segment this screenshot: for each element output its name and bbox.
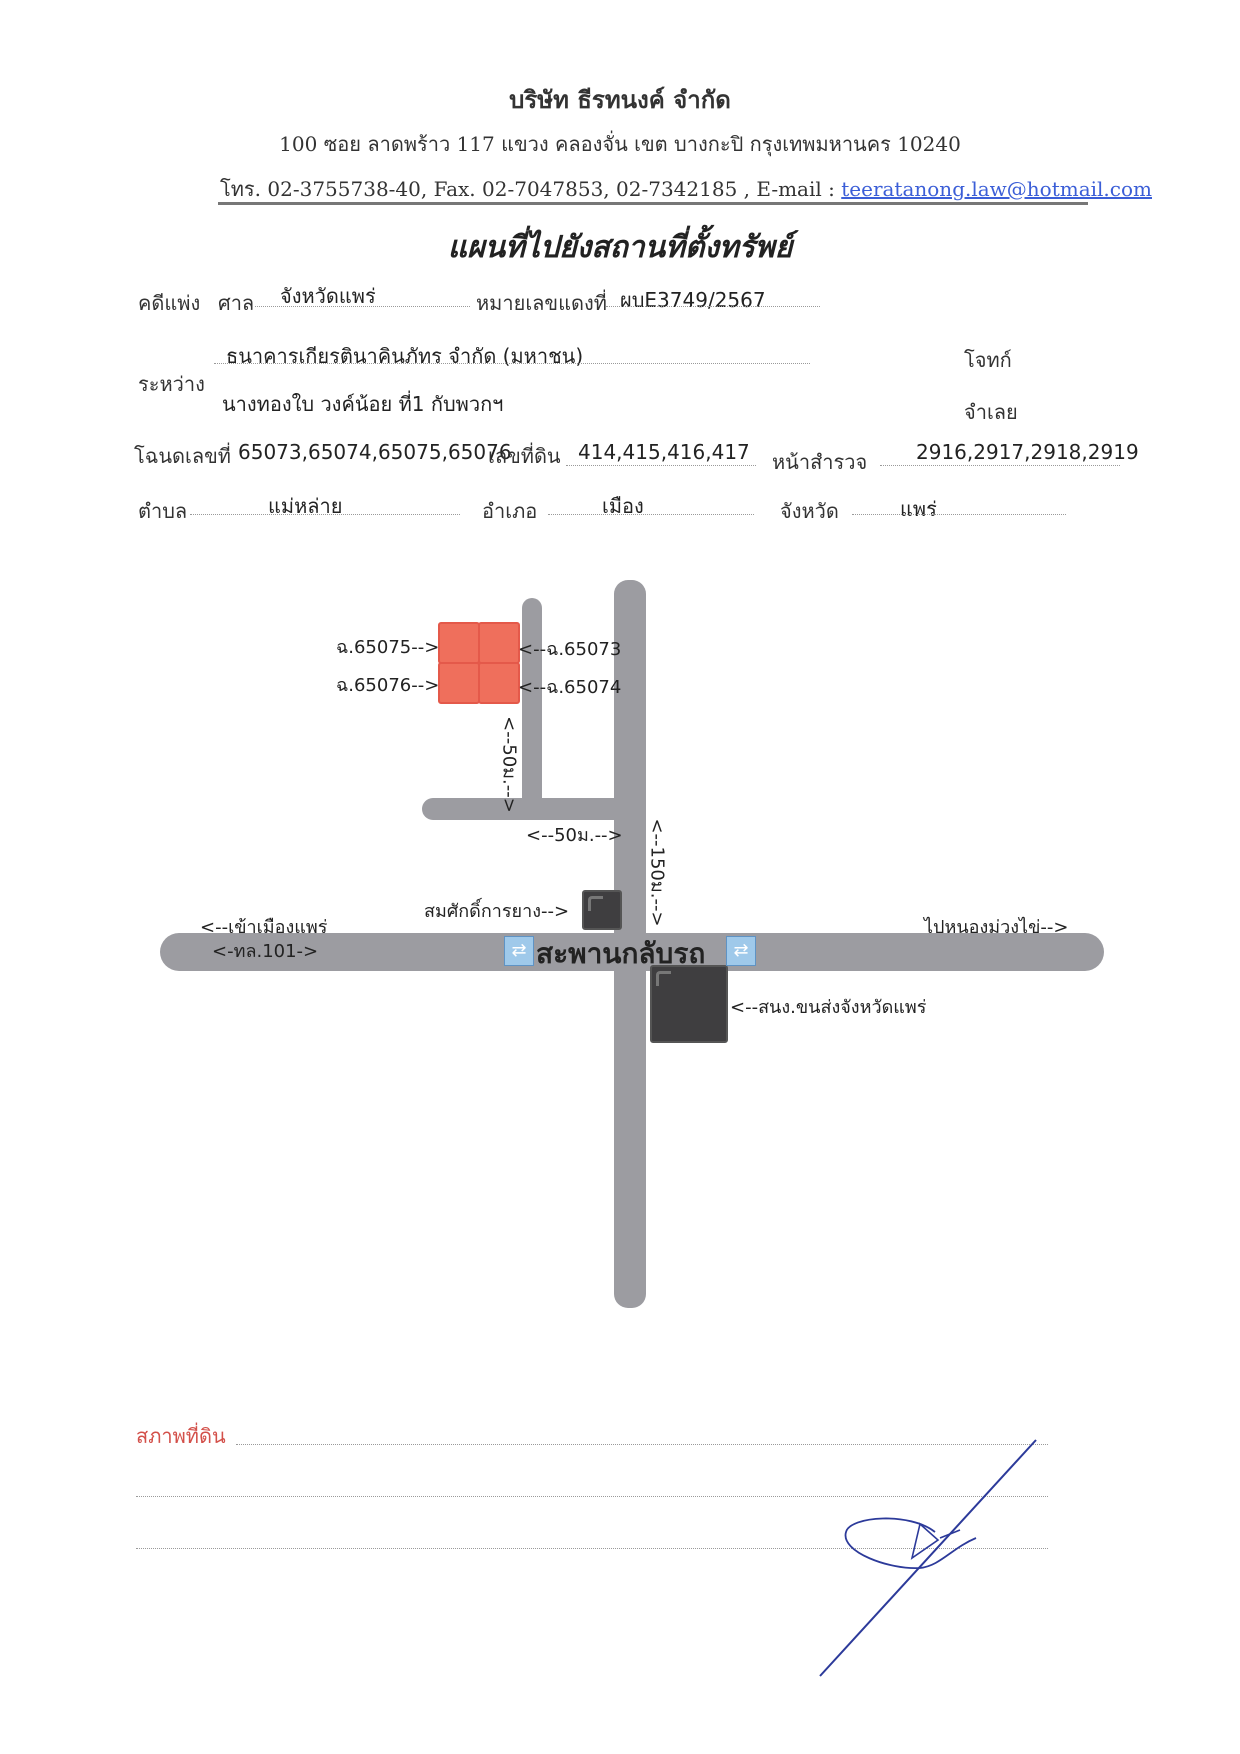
plot-65074-label: <--ฉ.65074	[518, 677, 622, 698]
survey-label: หน้าสำรวจ	[772, 450, 868, 474]
land-number-underline	[566, 465, 756, 466]
land-condition-line-1	[236, 1444, 1048, 1445]
court-underline	[255, 306, 470, 307]
contact-text: โทร. 02-3755738-40, Fax. 02-7047853, 02-…	[220, 177, 842, 201]
company-name: บริษัท ธีรทนงค์ จำกัด	[509, 85, 731, 114]
province-label: จังหวัด	[780, 499, 839, 523]
u-turn-bridge-icon-right: ⇄	[726, 936, 756, 966]
plot-65075-label: ฉ.65075-->	[336, 637, 440, 658]
land-condition-line-2	[136, 1496, 1048, 1497]
highway-101-road	[160, 933, 1104, 971]
district-underline	[548, 514, 754, 515]
red-number-label: หมายเลขแดงที่	[476, 291, 607, 315]
handwritten-signature	[819, 1439, 1037, 1677]
company-contact: โทร. 02-3755738-40, Fax. 02-7047853, 02-…	[220, 173, 1152, 205]
distance-50m-vertical: <--50ม.-->	[498, 716, 520, 813]
plaintiff-value: ธนาคารเกียรตินาคินภัทร จำกัด (มหาชน)	[226, 344, 584, 368]
plaintiff-underline	[214, 363, 810, 364]
court-label: ศาล	[218, 291, 255, 315]
distance-50m-horizontal: <--50ม.-->	[526, 825, 623, 846]
deed-label: โฉนดเลขที่	[134, 444, 231, 468]
somsak-tire-shop-label: สมศักดิ์การยาง-->	[424, 901, 570, 922]
subdistrict-value: แม่หล่าย	[268, 494, 343, 518]
red-number-underline	[606, 306, 820, 307]
district-value: เมือง	[602, 494, 644, 518]
plot-65076-label: ฉ.65076-->	[336, 675, 440, 696]
survey-underline	[880, 465, 1120, 466]
page-title: แผนที่ไปยังสถานที่ตั้งทรัพย์	[447, 230, 793, 265]
company-address: 100 ซอย ลาดพร้าว 117 แขวง คลองจั่น เขต บ…	[279, 132, 961, 156]
to-nongmuangkhai-label: ไปหนองม่วงไข่-->	[924, 917, 1069, 938]
land-number-label: เลขที่ดิน	[488, 444, 561, 468]
subdistrict-label: ตำบล	[138, 499, 188, 523]
court-value: จังหวัดแพร่	[280, 284, 376, 308]
survey-value: 2916,2917,2918,2919	[916, 440, 1139, 464]
email-link[interactable]: teeratanong.law@hotmail.com	[841, 177, 1152, 201]
between-label: ระหว่าง	[138, 372, 205, 396]
u-turn-bridge-icon-left: ⇄	[504, 936, 534, 966]
land-condition-line-3	[136, 1548, 1048, 1549]
province-value: แพร่	[900, 497, 937, 521]
case-type-label: คดีแพ่ง	[138, 291, 201, 315]
plot-65075	[438, 622, 480, 664]
somsak-tire-shop-building	[582, 890, 622, 930]
defendant-label: จำเลย	[964, 400, 1018, 424]
plot-65074	[478, 662, 520, 704]
soi-road	[522, 598, 542, 820]
highway-101-label: <-ทล.101->	[212, 941, 319, 962]
location-map: ฉ.65075--> ฉ.65076--> <--ฉ.65073 <--ฉ.65…	[0, 560, 1240, 1320]
plaintiff-label: โจทก์	[964, 348, 1012, 372]
plot-65076	[438, 662, 480, 704]
subdistrict-underline	[190, 514, 460, 515]
defendant-value: นางทองใบ วงค์น้อย ที่1 กับพวกฯ	[222, 392, 504, 416]
plot-65073	[478, 622, 520, 664]
land-number-value: 414,415,416,417	[578, 440, 750, 464]
transport-office-label: <--สนง.ขนส่งจังหวัดแพร่	[730, 997, 927, 1018]
u-turn-bridge-label: สะพานกลับรถ	[536, 937, 706, 970]
distance-150m: <--150ม.-->	[646, 818, 668, 927]
to-phrae-city-label: <--เข้าเมืองแพร่	[200, 917, 328, 938]
deed-value: 65073,65074,65075,65076	[238, 440, 512, 464]
header-divider	[218, 202, 1088, 205]
red-number-value: ผบE3749/2567	[620, 288, 766, 312]
province-underline	[852, 514, 1066, 515]
district-label: อำเภอ	[482, 499, 538, 523]
transport-office-building	[650, 965, 728, 1043]
land-condition-label: สภาพที่ดิน	[136, 1424, 226, 1448]
plot-65073-label: <--ฉ.65073	[518, 639, 622, 660]
